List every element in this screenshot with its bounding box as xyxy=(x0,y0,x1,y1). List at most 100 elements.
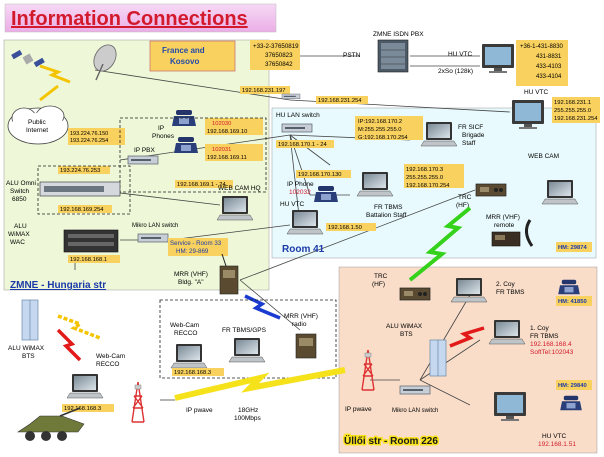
microwave-tower-icon xyxy=(131,381,145,423)
ip-label-bg xyxy=(316,96,368,104)
mikro-lan-right-label: Mikro LAN switch xyxy=(392,408,438,414)
zmne-hungaria-label: ZMNE - Hungaria str xyxy=(10,280,106,291)
room-41-label: Room 41 xyxy=(282,244,325,255)
wimax-bts-icon xyxy=(429,339,447,377)
mrr-bldg-label: MRR (VHF)Bldg. "A" xyxy=(174,271,208,286)
ip-label-bg xyxy=(404,164,464,188)
hf-radio-icon xyxy=(399,287,431,301)
handset-icon xyxy=(525,219,534,247)
webcam-hq-label: WEB CAM HQ xyxy=(218,185,261,192)
laptop-icon xyxy=(488,319,526,345)
wireless-link-icon xyxy=(408,206,472,282)
title-banner xyxy=(4,3,277,33)
wireless-link-icon xyxy=(244,294,281,320)
hu-vtc-room41-label: HU VTC xyxy=(280,201,305,208)
hu-numbers-bg xyxy=(516,40,568,86)
laptop-icon xyxy=(356,171,394,197)
ip-170-130: 192.168.170.130 xyxy=(298,172,342,178)
ip-label-bg xyxy=(296,170,351,178)
laptop-icon xyxy=(541,179,579,205)
ip-168-3-mid: 192.168.168.3 xyxy=(174,370,211,376)
ip-pwave-label: IP pwave xyxy=(186,407,213,414)
pstn-label: PSTN xyxy=(343,52,361,59)
hm-29840: HM: 29840 xyxy=(558,383,587,389)
ip-169-254: 192.168.169.254 xyxy=(60,207,104,213)
ip-label-bg xyxy=(172,368,224,376)
ip-label-bg xyxy=(240,86,290,94)
hm-badge xyxy=(556,296,592,306)
hf-radio-icon xyxy=(475,183,507,197)
hm-41850: HM: 41850 xyxy=(558,299,587,305)
mikro-lan-label: Mikro LAN switch xyxy=(132,223,178,229)
ip-168-1: 192.168.168.1 xyxy=(70,257,107,263)
laptop-icon xyxy=(286,209,324,235)
wireless-link-icon xyxy=(39,64,71,84)
mrr-radio-label: MRR (VHF)radio xyxy=(284,313,318,328)
vhf-radio-icon xyxy=(295,333,317,359)
trc-hf-label: TRC(HF) xyxy=(456,194,472,209)
zmne-region xyxy=(3,39,270,291)
hu-vtc-top-label: HU VTC xyxy=(448,51,473,58)
hu-lan-switch-label: HU LAN switch xyxy=(276,112,320,119)
wimax-bts-icon xyxy=(21,299,39,341)
hu-vtc-right-label: HU VTC xyxy=(524,89,549,96)
ip-label-bg xyxy=(58,166,110,174)
fr-tbms-gps-label: FR TBMS/GPS xyxy=(222,327,267,334)
wireless-link-icon xyxy=(57,314,101,340)
hm-29874: HM: 29874 xyxy=(558,245,587,251)
ip-label-bg xyxy=(58,205,112,213)
ip-label-bg xyxy=(68,128,125,145)
dashed-group xyxy=(37,165,131,215)
mrr-remote-label: MRR (VHF)remote xyxy=(486,214,520,229)
hu-vtc-ip-bg xyxy=(552,97,600,123)
ip-label-bg xyxy=(276,140,334,148)
hm-badge xyxy=(556,380,592,390)
pbx-server-icon xyxy=(377,39,409,73)
wireless-link-icon xyxy=(39,84,59,102)
ip-label-bg xyxy=(326,223,376,231)
laptop-icon xyxy=(450,277,488,303)
wireless-link-icon xyxy=(449,326,485,348)
ip-label-bg xyxy=(175,180,233,188)
laptop-icon xyxy=(216,195,254,221)
dashed-group xyxy=(119,117,267,193)
wac-device-icon xyxy=(63,229,119,253)
ip-231-254: 192.168.231.254 xyxy=(318,98,362,104)
france-numbers-bg xyxy=(250,40,300,70)
satellite-icon xyxy=(11,49,45,68)
ip-169-range: 192.168.169.1 - 24 xyxy=(177,182,226,188)
ip-label-bg xyxy=(205,118,263,135)
satellite-dish-icon xyxy=(93,44,117,81)
hm-badge xyxy=(556,242,592,252)
lan-switch-icon xyxy=(281,123,313,133)
trc-hf-2-label: TRC(HF) xyxy=(372,273,388,288)
isdn-rate-label: 2xSo (128k) xyxy=(438,68,473,75)
service-room-box xyxy=(168,238,228,256)
armored-vehicle-icon xyxy=(17,407,85,441)
vtc-monitor-icon xyxy=(482,44,514,73)
laptop-icon xyxy=(170,343,208,369)
internet-cloud-icon xyxy=(7,105,69,145)
